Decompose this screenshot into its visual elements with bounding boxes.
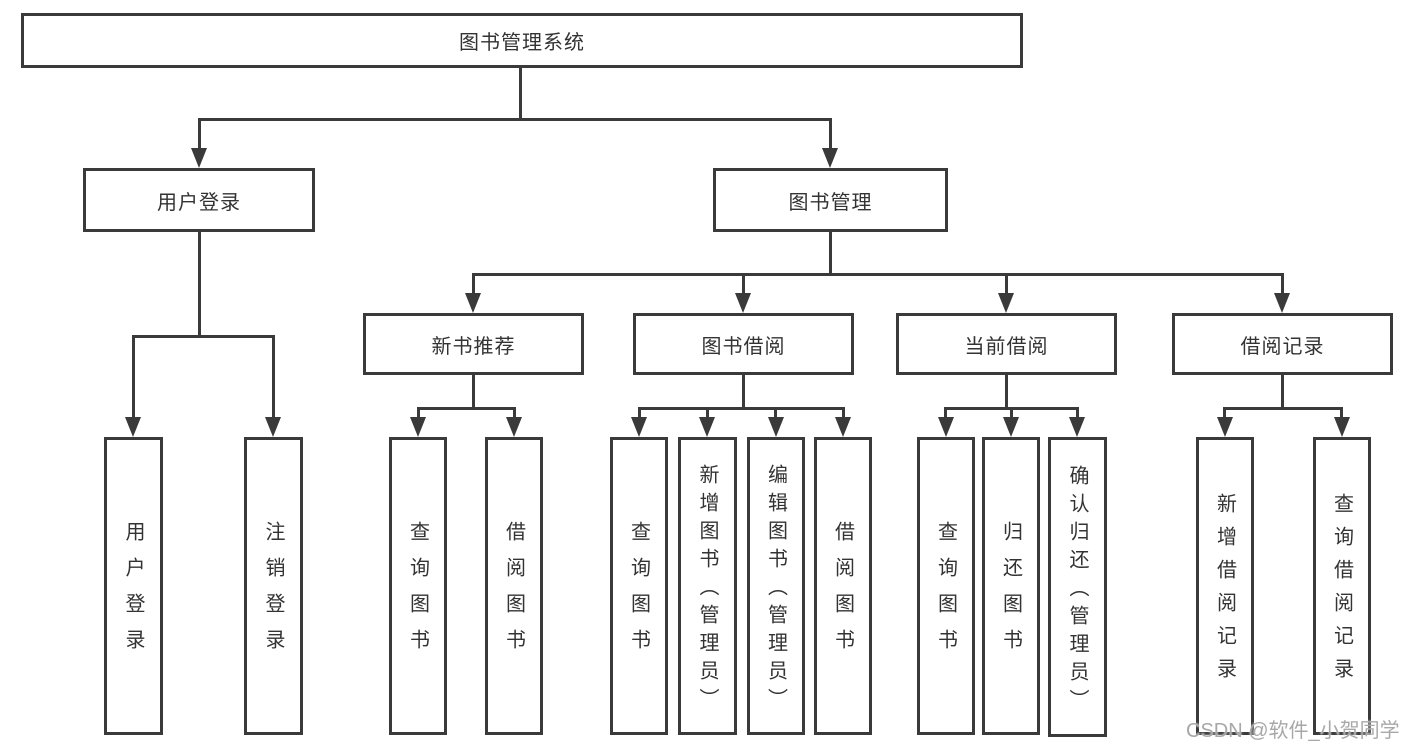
- node-cb-confirm-return-admin: 确认归还（管理员）: [1048, 437, 1107, 737]
- arrowhead-cb-confirm: [1069, 417, 1085, 437]
- node-cb-confirm-return-admin-label: 确认归还（管理员）: [1066, 464, 1088, 717]
- node-book-borrow-label: 图书借阅: [701, 335, 786, 358]
- node-cb-return-books: 归还图书: [982, 437, 1040, 735]
- node-book-management: 图书管理: [713, 168, 948, 232]
- edge-cb-query-line: [944, 407, 947, 419]
- arrowhead-newbook: [465, 293, 481, 313]
- arrowhead-nb-borrow: [506, 417, 522, 437]
- node-nb-borrow-books: 借阅图书: [485, 437, 543, 735]
- edge-cb-confirm-line: [1076, 407, 1079, 419]
- node-user-login: 用户登录: [83, 168, 315, 232]
- node-br-query-record: 查询借阅记录: [1313, 437, 1371, 735]
- edge-currentborrow-stub: [1005, 375, 1008, 409]
- edge-nb-query-line: [417, 407, 420, 419]
- edge-bookmgmt-hbar: [472, 273, 1284, 276]
- arrowhead-borrowrecord: [1274, 293, 1290, 313]
- arrowhead-bookmgmt: [822, 148, 838, 168]
- edge-borrowrecord-line: [1281, 273, 1284, 295]
- edge-bb-edit-line: [774, 407, 777, 419]
- edge-userlogin-stub: [198, 232, 201, 337]
- edge-bb-query-line: [638, 407, 641, 419]
- arrowhead-userlogin: [191, 148, 207, 168]
- node-library-system: 图书管理系统: [21, 13, 1023, 68]
- edge-br-add-line: [1223, 407, 1226, 419]
- edge-nb-borrow-line: [513, 407, 516, 419]
- edge-bb-add-line: [706, 407, 709, 419]
- node-logout: 注销登录: [244, 437, 303, 735]
- edge-userlogin-hbar: [132, 335, 274, 338]
- edge-currentborrow-line: [1005, 273, 1008, 295]
- arrowhead-br-add: [1217, 417, 1233, 437]
- node-cb-return-books-label: 归还图书: [999, 521, 1022, 665]
- node-new-book-recommend-label: 新书推荐: [431, 335, 516, 358]
- node-user-login-leaf-label: 用户登录: [122, 521, 144, 665]
- arrowhead-cb-return: [1003, 417, 1019, 437]
- arrowhead-bb-add: [699, 417, 715, 437]
- arrowhead-currentborrow: [998, 293, 1014, 313]
- node-bb-edit-books-admin-label: 编辑图书（管理员）: [764, 463, 787, 716]
- arrowhead-nb-query: [410, 417, 426, 437]
- node-bb-query-books: 查询图书: [610, 437, 668, 735]
- node-cb-query-books-label: 查询图书: [934, 521, 957, 665]
- edge-root-userlogin-line: [198, 118, 201, 150]
- node-br-query-record-label: 查询借阅记录: [1330, 492, 1353, 691]
- node-borrow-record: 借阅记录: [1172, 313, 1393, 375]
- edge-borrowrecord-hbar: [1224, 407, 1343, 410]
- node-library-system-label: 图书管理系统: [459, 32, 585, 54]
- arrowhead-cb-query: [938, 417, 954, 437]
- edge-ul-login-line: [132, 335, 135, 419]
- arrowhead-bb-borrow: [835, 417, 851, 437]
- edge-bb-borrow-line: [842, 407, 845, 419]
- arrowhead-ul-login: [125, 417, 141, 437]
- node-logout-label: 注销登录: [262, 521, 284, 665]
- node-book-borrow: 图书借阅: [633, 313, 854, 375]
- arrowhead-ul-logout: [265, 417, 281, 437]
- arrowhead-br-query: [1334, 417, 1350, 437]
- node-borrow-record-label: 借阅记录: [1240, 335, 1325, 358]
- node-bb-query-books-label: 查询图书: [627, 521, 650, 665]
- edge-newbook-hbar: [417, 407, 516, 410]
- edge-bookborrow-line: [742, 273, 745, 295]
- node-bb-add-books-admin-label: 新增图书（管理员）: [696, 463, 718, 716]
- edge-cb-return-line: [1010, 407, 1013, 419]
- node-nb-borrow-books-label: 借阅图书: [502, 521, 525, 665]
- node-bb-borrow-books: 借阅图书: [814, 437, 872, 735]
- node-book-management-label: 图书管理: [788, 191, 873, 214]
- node-nb-query-books: 查询图书: [389, 437, 447, 735]
- arrowhead-bookborrow: [735, 293, 751, 313]
- edge-ul-logout-line: [272, 335, 275, 419]
- edge-newbook-line: [472, 273, 475, 295]
- edge-bookborrow-hbar: [638, 407, 844, 410]
- edge-borrowrecord-stub: [1281, 375, 1284, 409]
- edge-root-bookmgmt-line: [829, 118, 832, 150]
- node-nb-query-books-label: 查询图书: [406, 521, 429, 665]
- node-current-borrow: 当前借阅: [896, 313, 1117, 375]
- node-bb-borrow-books-label: 借阅图书: [831, 521, 854, 665]
- node-cb-query-books: 查询图书: [917, 437, 975, 735]
- edge-newbook-stub: [472, 375, 475, 409]
- node-bb-add-books-admin: 新增图书（管理员）: [678, 437, 737, 735]
- node-new-book-recommend: 新书推荐: [363, 313, 584, 375]
- node-br-add-record: 新增借阅记录: [1196, 437, 1254, 735]
- arrowhead-bb-query: [631, 417, 647, 437]
- node-user-login-leaf: 用户登录: [104, 437, 163, 735]
- edge-br-query-line: [1340, 407, 1343, 419]
- node-current-borrow-label: 当前借阅: [964, 335, 1049, 358]
- watermark: CSDN @软件_小贺同学: [1186, 720, 1400, 742]
- edge-bookmgmt-stub: [829, 232, 832, 275]
- edge-bookborrow-stub: [742, 375, 745, 409]
- node-bb-edit-books-admin: 编辑图书（管理员）: [747, 437, 805, 735]
- node-user-login-label: 用户登录: [157, 191, 241, 214]
- edge-root-hbar: [198, 118, 832, 121]
- arrowhead-bb-edit: [768, 417, 784, 437]
- node-br-add-record-label: 新增借阅记录: [1213, 492, 1236, 691]
- edge-root-stub: [519, 68, 522, 120]
